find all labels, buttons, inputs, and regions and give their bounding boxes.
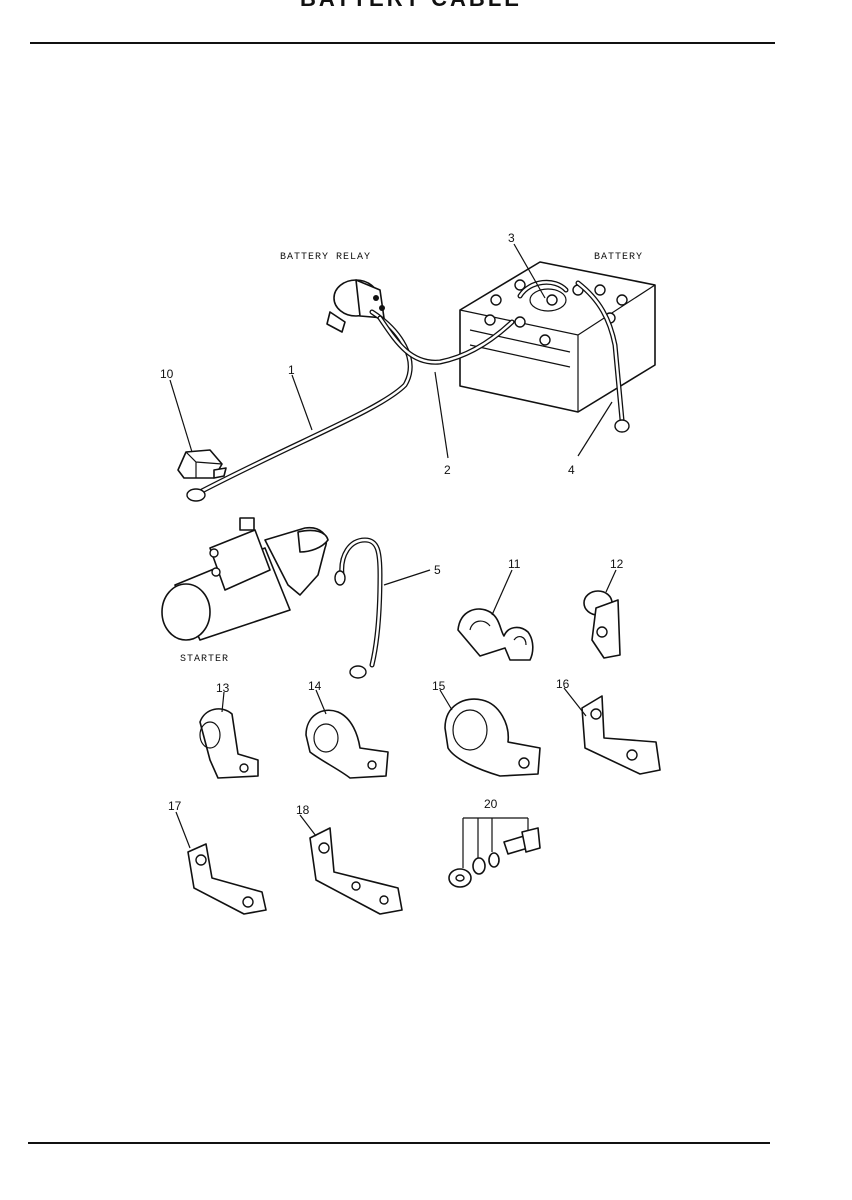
part-20-hardware [448, 817, 541, 888]
cable-2 [377, 315, 515, 365]
page-title: BATTERY CABLE [300, 0, 600, 12]
cable-4 [575, 280, 630, 433]
callout-10: 10 [160, 367, 174, 381]
cable-3 [517, 279, 569, 299]
callout-16: 16 [556, 677, 570, 691]
top-rule [30, 42, 775, 44]
part-13-clamp [199, 708, 259, 779]
part-17-bracket [187, 843, 267, 915]
callout-2: 2 [444, 463, 451, 477]
callout-11: 11 [508, 557, 521, 571]
part-15-clamp [444, 698, 541, 777]
battery-illustration [459, 261, 656, 413]
callout-1: 1 [288, 363, 295, 377]
callout-15: 15 [432, 679, 446, 693]
bottom-rule [28, 1142, 770, 1144]
leader-lines [169, 243, 617, 849]
callout-5: 5 [434, 563, 441, 577]
part-16-bracket [581, 695, 661, 775]
callout-13: 13 [216, 681, 230, 695]
battery-relay-illustration [326, 279, 385, 333]
part-18-bracket [309, 827, 403, 915]
callout-14: 14 [308, 679, 322, 693]
label-battery: BATTERY [594, 252, 643, 263]
callout-numbers: 1 2 3 4 5 10 11 12 13 14 15 16 17 18 20 [160, 231, 624, 817]
callout-3: 3 [508, 231, 515, 245]
callout-4: 4 [568, 463, 575, 477]
part-12-clamp [583, 590, 621, 659]
cable-1 [186, 309, 413, 502]
cable-5 [334, 537, 383, 679]
label-starter: STARTER [180, 654, 229, 665]
part-10-terminal-cap [177, 449, 227, 479]
part-11-double-clamp [457, 608, 534, 661]
starter-illustration [161, 517, 329, 641]
part-14-clamp [305, 709, 389, 779]
callout-17: 17 [168, 799, 182, 813]
callout-20: 20 [484, 797, 498, 811]
label-battery-relay: BATTERY RELAY [280, 252, 371, 263]
callout-18: 18 [296, 803, 310, 817]
callout-12: 12 [610, 557, 624, 571]
